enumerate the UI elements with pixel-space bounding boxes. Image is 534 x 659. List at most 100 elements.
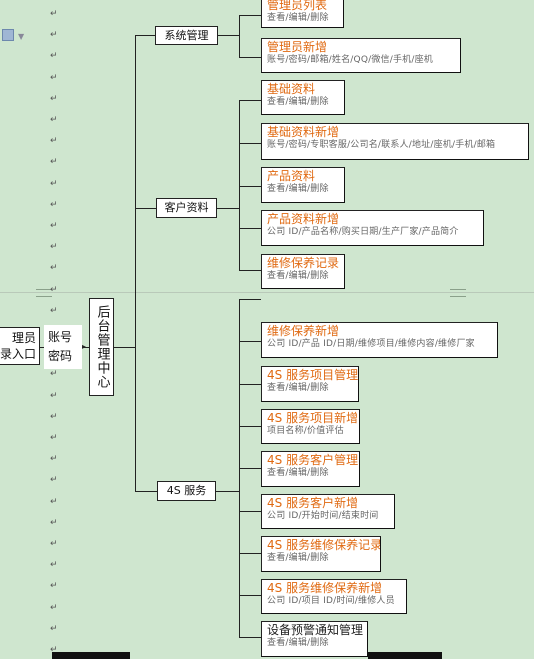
item-title: 4S 服务客户新增 [267, 496, 359, 510]
item-product-data: 产品资料 查看/编辑/删除 [261, 167, 345, 203]
connector [239, 186, 261, 187]
connector [135, 35, 155, 36]
item-title: 4S 服务客户管理 [267, 453, 359, 467]
connector [114, 347, 136, 348]
connector [239, 468, 261, 469]
connector [239, 100, 240, 270]
paragraph-mark: ↵ [50, 51, 58, 61]
item-4s-maintenance-add: 4S 服务维修保养新增 公司 ID/项目 ID/时间/维修人员 [261, 579, 407, 614]
paragraph-mark: ↵ [50, 645, 58, 655]
item-basic-data-add: 基础资料新增 账号/密码/专职客服/公司名/联系人/地址/座机/手机/邮箱 [261, 123, 529, 160]
connector [135, 208, 156, 209]
item-sub: 公司 ID/产品 ID/日期/维修项目/维修内容/维修厂家 [267, 339, 475, 349]
connector [216, 491, 240, 492]
crop-mark-right [450, 289, 466, 296]
item-title: 4S 服务项目管理 [267, 368, 359, 382]
paragraph-mark: ↵ [50, 306, 58, 316]
connector [239, 143, 261, 144]
login-fields-box: 账号 密码 [44, 325, 82, 369]
paragraph-mark: ↵ [50, 518, 58, 528]
page-break-line [0, 292, 534, 293]
item-4s-customer-add: 4S 服务客户新增 公司 ID/开始时间/结束时间 [261, 494, 395, 529]
item-title: 4S 服务项目新增 [267, 411, 359, 425]
paragraph-mark: ↵ [50, 369, 58, 379]
group-system-management: 系统管理 [155, 26, 218, 45]
item-title: 管理员列表 [267, 0, 328, 12]
group-label: 客户资料 [164, 201, 209, 214]
connector [239, 270, 261, 271]
item-title: 基础资料新增 [267, 125, 340, 139]
connector [239, 228, 261, 229]
item-sub: 查看/编辑/删除 [267, 468, 329, 478]
crop-mark-right-bottom [450, 296, 466, 303]
item-sub: 查看/编辑/删除 [267, 97, 329, 107]
paragraph-mark: ↵ [50, 581, 58, 591]
paragraph-mark: ↵ [50, 9, 58, 19]
item-sub: 公司 ID/产品名称/购买日期/生产厂家/产品简介 [267, 227, 459, 237]
item-sub: 查看/编辑/删除 [267, 638, 329, 648]
item-equipment-warning: 设备预警通知管理 查看/编辑/删除 [261, 621, 368, 657]
connector [239, 637, 261, 638]
connector [239, 100, 261, 101]
item-title: 4S 服务维修保养新增 [267, 581, 383, 595]
connector [239, 511, 261, 512]
item-title: 4S 服务维修保养记录 [267, 538, 381, 552]
item-title: 基础资料 [267, 82, 316, 96]
connector [239, 426, 261, 427]
paragraph-mark: ↵ [50, 454, 58, 464]
connector [239, 595, 261, 596]
item-sub: 项目名称/价值评估 [267, 426, 344, 436]
crop-mark-left [36, 289, 52, 296]
login-entry-fragment: 录入口 [0, 347, 36, 361]
item-sub: 公司 ID/开始时间/结束时间 [267, 511, 379, 521]
item-4s-maintenance-records: 4S 服务维修保养记录 查看/编辑/删除 [261, 536, 381, 572]
paragraph-mark: ↵ [50, 73, 58, 83]
group-label: 系统管理 [164, 28, 209, 42]
account-field: 账号 [48, 330, 73, 344]
cutoff-heading-left [52, 652, 130, 659]
connector [217, 208, 240, 209]
connector [239, 384, 261, 385]
item-basic-data: 基础资料 查看/编辑/删除 [261, 80, 345, 115]
item-title: 维修保养新增 [267, 324, 340, 338]
item-title: 设备预警通知管理 [267, 623, 364, 637]
connector [135, 491, 157, 492]
root-node: 后台管理中心 [89, 298, 114, 396]
paragraph-mark: ↵ [50, 539, 58, 549]
paragraph-mark: ↵ [50, 30, 58, 40]
connector [239, 299, 261, 300]
item-admin-list: 管理员列表 查看/编辑/删除 [261, 0, 344, 28]
item-title: 管理员新增 [267, 40, 328, 54]
item-sub: 查看/编辑/删除 [267, 553, 329, 563]
password-field: 密码 [48, 349, 73, 363]
item-sub: 查看/编辑/删除 [267, 271, 329, 281]
paragraph-mark: ↵ [50, 560, 58, 570]
paragraph-mark: ↵ [50, 285, 58, 295]
arrow-icon: ▸ [82, 342, 87, 351]
connector [39, 347, 44, 348]
paragraph-mark: ↵ [50, 179, 58, 189]
item-title: 维修保养记录 [267, 256, 340, 270]
root-label: 后台管理中心 [94, 305, 110, 389]
paragraph-mark: ↵ [50, 263, 58, 273]
paragraph-mark: ↵ [50, 475, 58, 485]
paragraph-mark: ↵ [50, 221, 58, 231]
paragraph-mark: ↵ [50, 200, 58, 210]
paragraph-mark: ↵ [50, 242, 58, 252]
item-title: 产品资料新增 [267, 212, 340, 226]
connector [239, 57, 261, 58]
item-sub: 账号/密码/专职客服/公司名/联系人/地址/座机/手机/邮箱 [267, 140, 496, 150]
connector [239, 341, 261, 342]
admin-login-entry-box: 理员 录入口 [0, 327, 40, 365]
item-sub: 查看/编辑/删除 [267, 184, 329, 194]
item-4s-project-management: 4S 服务项目管理 查看/编辑/删除 [261, 366, 359, 402]
group-4s-service: 4S 服务 [157, 481, 216, 501]
item-maintenance-records: 维修保养记录 查看/编辑/删除 [261, 254, 345, 289]
item-title: 产品资料 [267, 169, 316, 183]
item-4s-customer-management: 4S 服务客户管理 查看/编辑/删除 [261, 451, 360, 487]
connector [239, 15, 261, 16]
item-admin-add: 管理员新增 账号/密码/邮箱/姓名/QQ/微信/手机/座机 [261, 38, 461, 73]
item-sub: 账号/密码/邮箱/姓名/QQ/微信/手机/座机 [267, 55, 433, 65]
dropdown-icon[interactable]: ▼ [18, 32, 25, 41]
paragraph-mark: ↵ [50, 136, 58, 146]
